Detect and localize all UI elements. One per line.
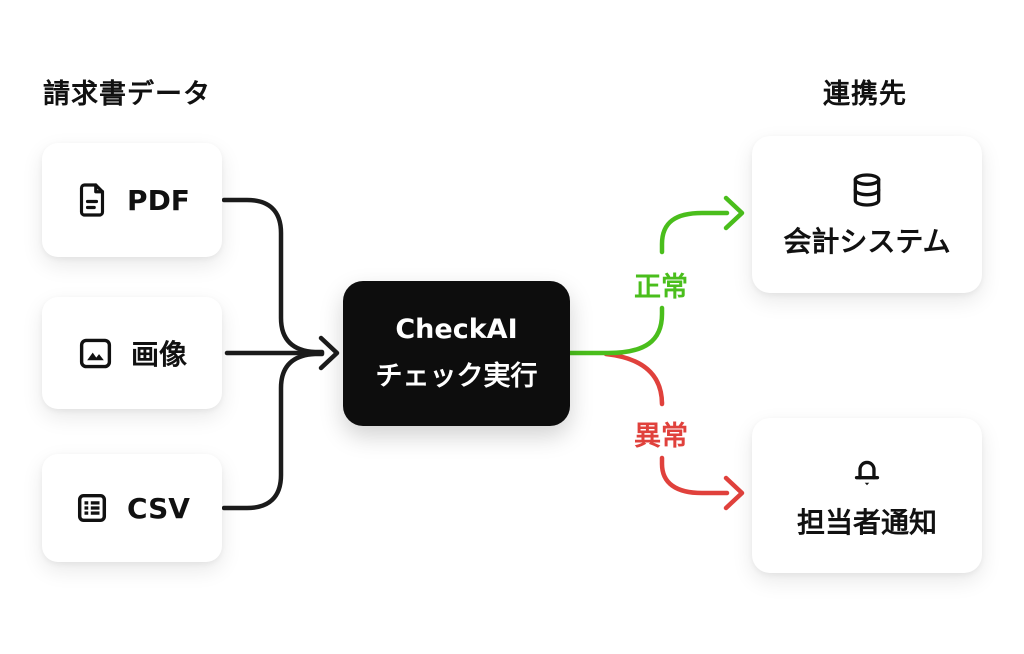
- arrow-success-upper: [659, 210, 730, 255]
- arrow-error-lower: [659, 455, 730, 496]
- arrowhead-inputs: [318, 335, 340, 371]
- node-notify: 担当者通知: [752, 418, 982, 573]
- node-checkai: CheckAI チェック実行: [343, 281, 570, 426]
- bell-icon: [854, 460, 880, 485]
- node-image-label: 画像: [130, 338, 187, 371]
- checkai-subtitle: チェック実行: [375, 361, 538, 392]
- arrow-error-upper: [603, 351, 665, 407]
- node-pdf-label: PDF: [127, 183, 190, 217]
- arrowhead-success: [723, 195, 745, 231]
- arrow-pdf-to-check: [221, 197, 325, 355]
- node-image: 画像: [42, 297, 222, 409]
- arrow-csv-to-check: [221, 351, 325, 511]
- checkai-title: CheckAI: [395, 314, 518, 345]
- dest-section-title: 連携先: [823, 79, 907, 110]
- image-icon: [79, 338, 112, 368]
- error-label: 異常: [634, 421, 688, 452]
- node-accounting-label: 会計システム: [783, 224, 951, 258]
- arrow-success-lower: [567, 305, 665, 356]
- database-icon: [853, 172, 881, 207]
- file-text-icon: [79, 183, 105, 217]
- node-pdf: PDF: [42, 143, 222, 257]
- source-section-title: 請求書データ: [43, 79, 211, 110]
- arrowhead-error: [723, 475, 745, 511]
- table-list-icon: [78, 493, 107, 523]
- node-accounting: 会計システム: [752, 136, 982, 293]
- node-csv-label: CSV: [127, 491, 190, 525]
- node-csv: CSV: [42, 454, 222, 562]
- success-label: 正常: [634, 272, 688, 303]
- node-notify-label: 担当者通知: [796, 505, 937, 539]
